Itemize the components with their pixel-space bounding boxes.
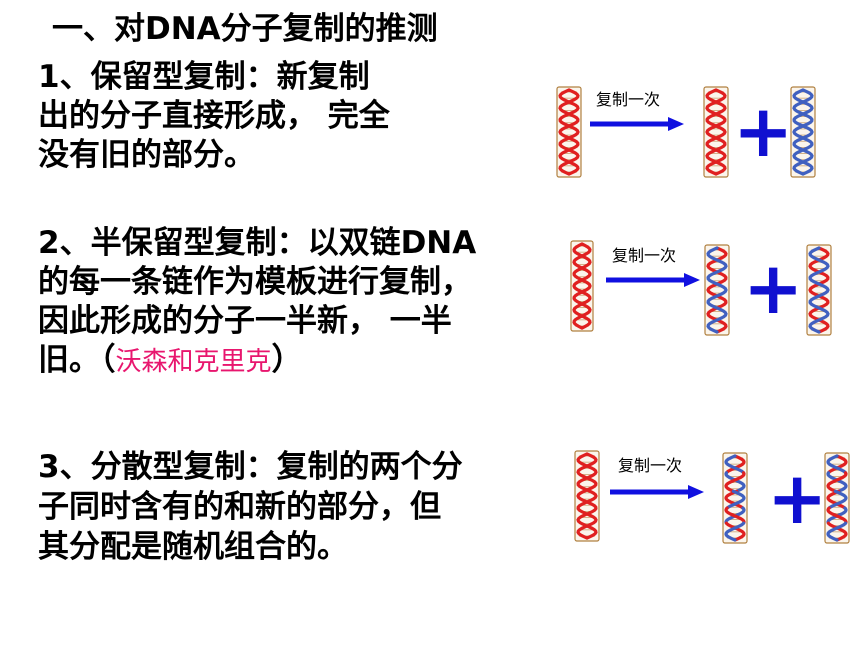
dna-daughter-1b-strand-1 <box>792 88 814 176</box>
dna-daughter-1b-strand-2 <box>792 88 814 176</box>
dna-daughter-3a-strand-segment <box>724 521 746 542</box>
arrow-caption-1: 复制一次 <box>596 90 661 109</box>
plus-sign-3: + <box>767 456 828 540</box>
section-2-line-4-suffix: ） <box>271 342 303 378</box>
section-2-line-4: 旧。（沃森和克里克） <box>38 341 303 382</box>
dna-daughter-2a-strand-1 <box>706 246 728 334</box>
arrow-caption-2: 复制一次 <box>612 246 677 265</box>
dna-daughter-3b-strand-segment <box>826 471 848 493</box>
dna-daughter-2b-strand-2 <box>808 246 830 334</box>
section-3-line-3: 其分配是随机组合的。 <box>38 529 348 565</box>
section-3-line-2: 子同时含有的和新的部分，但 <box>38 489 441 525</box>
dna-daughter-3a-strand-segment <box>724 521 746 542</box>
dna-daughter-1a-strand-1 <box>705 88 727 176</box>
section-2-line-2: 的每一条链作为模板进行复制， <box>38 264 472 300</box>
dna-daughter-3b <box>824 452 850 544</box>
arrow-3 <box>610 485 704 499</box>
plus-sign-1: + <box>733 89 794 173</box>
dna-daughter-1a-strand-2 <box>705 88 727 176</box>
dna-daughter-3b-strand-segment <box>826 471 848 493</box>
dna-parent-1-strand-1 <box>558 88 580 176</box>
dna-daughter-1b <box>790 86 816 178</box>
plus-sign-2: + <box>743 246 804 330</box>
dna-daughter-3b-strand-segment <box>827 489 848 510</box>
dna-daughter-2b <box>806 244 832 336</box>
page-title: 一、对DNA分子复制的推测 <box>52 11 438 47</box>
dna-daughter-3b-strand-segment <box>826 506 848 525</box>
dna-daughter-3b-strand-segment <box>826 489 847 510</box>
section-2-line-4-prefix: 旧。（ <box>38 342 116 378</box>
dna-parent-1-strand-2 <box>558 88 580 176</box>
section-3-line-1: 3、分散型复制：复制的两个分 <box>38 449 463 485</box>
section-1-line-1: 1、保留型复制：新复制 <box>38 59 370 95</box>
arrow-2 <box>606 273 700 287</box>
dna-parent-3-strand-1 <box>576 452 598 540</box>
dna-parent-3 <box>574 450 600 542</box>
dna-daughter-3a-strand-segment <box>724 506 746 525</box>
arrow-caption-3: 复制一次 <box>618 456 683 475</box>
dna-parent-2 <box>570 240 594 332</box>
section-1-line-3: 没有旧的部分。 <box>38 137 255 173</box>
dna-daughter-3b-strand-segment <box>826 454 848 475</box>
dna-daughter-3b-strand-segment <box>826 454 848 475</box>
dna-daughter-3a <box>722 452 748 544</box>
dna-parent-3-strand-2 <box>576 452 598 540</box>
dna-daughter-2a-strand-2 <box>706 246 728 334</box>
dna-daughter-3a-strand-segment <box>724 471 746 493</box>
dna-parent-2-strand-1 <box>572 242 592 330</box>
section-2-line-1: 2、半保留型复制：以双链DNA <box>38 225 477 261</box>
dna-daughter-2a <box>704 244 730 336</box>
dna-daughter-3a-strand-segment <box>724 454 746 475</box>
dna-daughter-3a-strand-segment <box>724 471 746 493</box>
section-2-line-3: 因此形成的分子一半新， 一半 <box>38 303 452 339</box>
dna-daughter-3b-strand-segment <box>826 521 848 542</box>
dna-daughter-3a-strand-segment <box>725 489 746 510</box>
dna-daughter-3a-strand-segment <box>724 454 746 475</box>
watson-crick-highlight: 沃森和克里克 <box>115 347 272 377</box>
dna-parent-1 <box>556 86 582 178</box>
dna-daughter-1a <box>703 86 729 178</box>
dna-daughter-3a-strand-segment <box>724 489 745 510</box>
dna-daughter-3b-strand-segment <box>826 521 848 542</box>
arrow-1 <box>590 117 684 131</box>
section-1-line-2: 出的分子直接形成， 完全 <box>38 98 390 134</box>
dna-daughter-2b-strand-1 <box>808 246 830 334</box>
dna-parent-2-strand-2 <box>572 242 592 330</box>
